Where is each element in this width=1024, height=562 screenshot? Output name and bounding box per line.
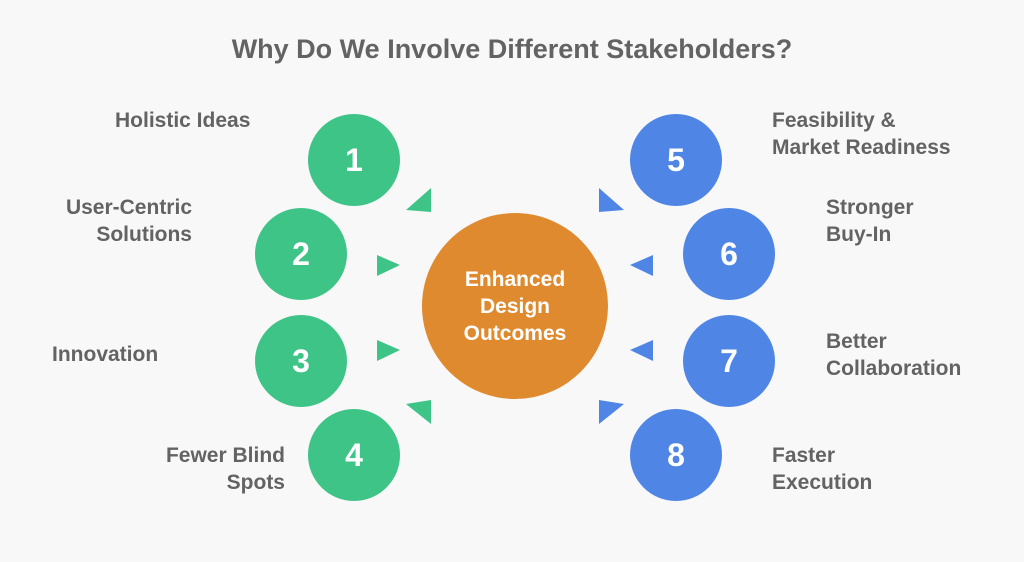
label-line: Better bbox=[826, 330, 887, 353]
item-label-4: Fewer Blind Spots bbox=[166, 442, 285, 496]
arrow-5 bbox=[599, 188, 624, 212]
label-line: Innovation bbox=[52, 343, 159, 366]
item-circle-7: 7 bbox=[683, 315, 775, 407]
arrow-7 bbox=[630, 340, 653, 361]
item-number: 5 bbox=[667, 141, 685, 178]
label-line: Faster bbox=[772, 444, 836, 467]
item-label-2: User-Centric Solutions bbox=[66, 194, 192, 248]
label-line: Collaboration bbox=[826, 357, 962, 380]
item-label-5: Feasibility & Market Readiness bbox=[772, 107, 951, 161]
item-number: 6 bbox=[720, 235, 738, 272]
item-label-6: Stronger Buy-In bbox=[826, 194, 914, 248]
label-line: Fewer Blind bbox=[165, 444, 285, 467]
center-circle: Enhanced Design Outcomes bbox=[422, 213, 608, 399]
arrow-2 bbox=[377, 255, 400, 276]
label-line: User-Centric bbox=[65, 196, 192, 219]
center-line: Design bbox=[479, 294, 550, 318]
center-line: Enhanced bbox=[464, 267, 566, 291]
diagram-title: Why Do We Involve Different Stakeholders… bbox=[231, 34, 793, 64]
label-line: Feasibility & bbox=[772, 109, 896, 132]
item-circle-8: 8 bbox=[630, 409, 722, 501]
item-circle-6: 6 bbox=[683, 208, 775, 300]
label-line: Solutions bbox=[96, 223, 192, 246]
item-circle-5: 5 bbox=[630, 114, 722, 206]
label-line: Spots bbox=[226, 471, 285, 494]
item-circle-4: 4 bbox=[308, 409, 400, 501]
arrow-8 bbox=[599, 400, 624, 424]
label-line: Execution bbox=[772, 471, 873, 494]
arrow-6 bbox=[630, 255, 653, 276]
label-line: Market Readiness bbox=[772, 136, 951, 159]
center-line: Outcomes bbox=[463, 321, 567, 345]
item-label-7: Better Collaboration bbox=[826, 328, 961, 382]
item-circle-1: 1 bbox=[308, 114, 400, 206]
item-number: 2 bbox=[292, 235, 310, 272]
item-label-8: Faster Execution bbox=[772, 442, 872, 496]
arrow-1 bbox=[406, 188, 431, 212]
item-number: 1 bbox=[345, 141, 363, 178]
item-circle-3: 3 bbox=[255, 315, 347, 407]
label-line: Holistic Ideas bbox=[115, 109, 251, 132]
label-line: Stronger bbox=[826, 196, 914, 219]
item-label-1: Holistic Ideas bbox=[115, 107, 250, 134]
item-number: 7 bbox=[720, 342, 738, 379]
item-circle-2: 2 bbox=[255, 208, 347, 300]
arrow-4 bbox=[406, 400, 431, 424]
item-label-3: Innovation bbox=[52, 341, 158, 368]
item-number: 8 bbox=[667, 436, 685, 473]
arrow-3 bbox=[377, 340, 400, 361]
item-number: 3 bbox=[292, 342, 310, 379]
label-line: Buy-In bbox=[826, 223, 892, 246]
item-number: 4 bbox=[345, 436, 363, 473]
